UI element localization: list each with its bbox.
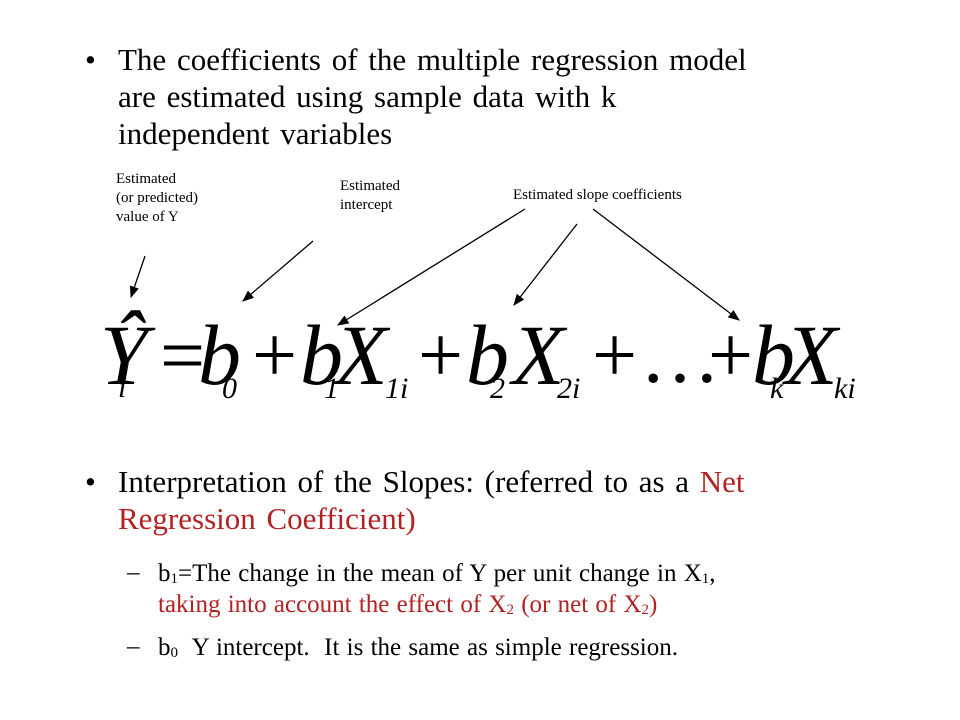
bullet1-line3: independent variables: [118, 116, 393, 151]
bullet2-line1-red: Net: [699, 464, 745, 499]
arrow-slope-b2: [513, 223, 578, 306]
arrow-predicted: [129, 255, 146, 299]
sub1-b: b: [158, 560, 171, 587]
bullet2-line2: Regression Coefficient): [118, 500, 416, 537]
eq-plus-2: +: [418, 312, 463, 400]
arrow-intercept: [242, 240, 314, 302]
annotation-predicted-line1: Estimated: [116, 171, 176, 187]
eq-dots: …: [640, 312, 720, 400]
eq-plus-1: +: [252, 312, 297, 400]
sub1-x-sub: 1: [701, 571, 710, 587]
bullet2-line1-black: Interpretation of the Slopes: (referred …: [118, 464, 700, 499]
eq-b2: b: [466, 307, 509, 403]
eq-xk: X: [782, 307, 841, 403]
sub2-dash: –: [127, 633, 140, 660]
eq-sub-2i: 2i: [557, 372, 580, 405]
sub1-dash: –: [127, 559, 140, 586]
annotation-intercept-line1: Estimated: [340, 178, 400, 194]
bullet2-marker: •: [85, 464, 96, 499]
bullet2-line2-red: Regression Coefficient): [118, 501, 416, 536]
annotation-intercept-line2: intercept: [340, 197, 393, 213]
eq-x2: X: [509, 307, 568, 403]
eq-sub-k: k: [770, 372, 784, 405]
sub2-line: b0 Y intercept. It is the same as simple…: [158, 632, 678, 663]
eq-equals: =: [160, 312, 205, 400]
eq-bk: b: [752, 307, 795, 403]
bullet1-line2: are estimated using sample data with k: [118, 79, 617, 114]
eq-b0: b: [198, 307, 241, 403]
sub1-line2: taking into account the effect of X2 (or…: [158, 589, 657, 620]
bullet2-line1: Interpretation of the Slopes: (referred …: [118, 463, 745, 500]
eq-sub-1i: 1i: [385, 372, 408, 405]
sub2-text: Y intercept. It is the same as simple re…: [178, 634, 678, 661]
sub1-red2: (or net of X: [513, 591, 642, 618]
annotation-predicted-line2: (or predicted): [116, 190, 199, 206]
sub1-red1: taking into account the effect of X: [158, 591, 507, 618]
eq-plus-4: +: [708, 312, 753, 400]
sub2-b: b: [158, 634, 171, 661]
annotation-predicted-line3: value of Y: [116, 209, 179, 225]
eq-sub-1: 1: [324, 372, 339, 405]
annotation-slopes: Estimated slope coefficients: [513, 187, 682, 203]
sub1-b-sub: 1: [170, 571, 179, 587]
eq-sub-i: i: [118, 371, 126, 404]
sub1-red-sub2: 2: [641, 602, 650, 618]
sub1-text: =The change in the mean of Y per unit ch…: [178, 560, 702, 587]
eq-sub-ki: ki: [834, 372, 856, 405]
bullet-marker: •: [85, 42, 96, 77]
eq-plus-3: +: [592, 312, 637, 400]
arrow-slope-bk: [592, 208, 740, 321]
eq-b1: b: [300, 307, 343, 403]
sub1-red-sub1: 2: [506, 602, 514, 618]
sub1-red3: ): [649, 591, 658, 618]
sub2-b-sub: 0: [170, 645, 179, 661]
eq-x1: X: [332, 307, 391, 403]
sub1-comma: ,: [709, 560, 716, 587]
bullet1-line1: The coefficients of the multiple regress…: [118, 42, 747, 77]
arrow-slope-b1: [337, 208, 526, 326]
sub1-line1: b1=The change in the mean of Y per unit …: [158, 558, 716, 589]
eq-sub-0: 0: [222, 372, 237, 405]
eq-y-hat: Ŷ: [100, 307, 156, 403]
eq-sub-2: 2: [490, 372, 505, 405]
